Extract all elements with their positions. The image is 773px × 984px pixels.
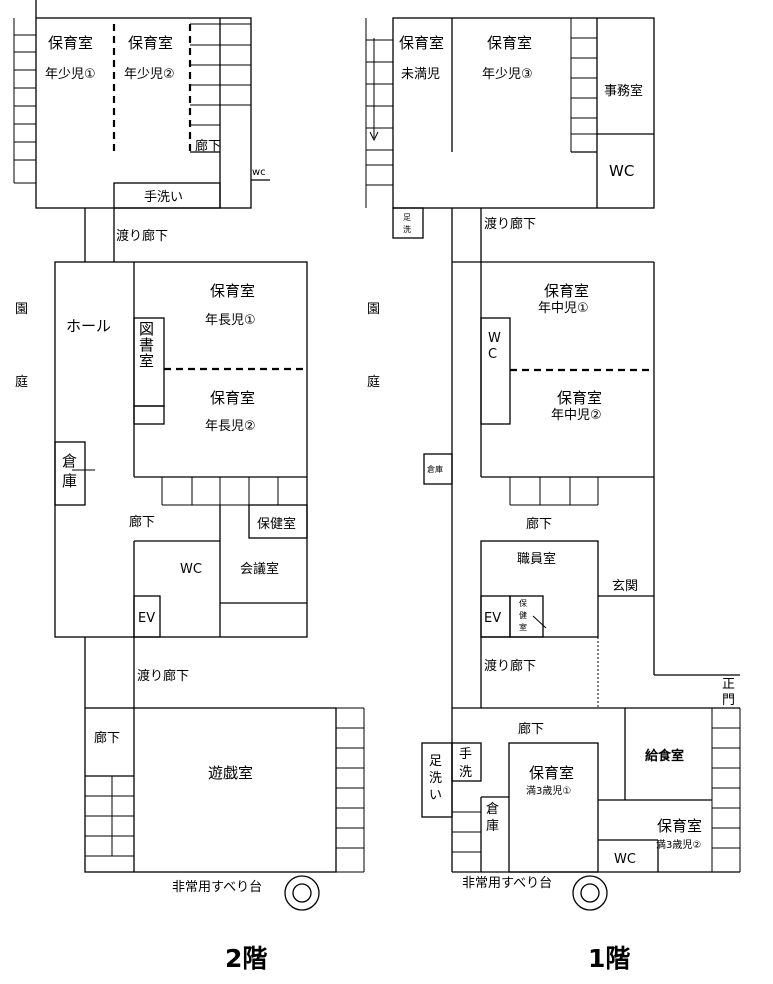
f1-genkan: 玄関 — [612, 579, 638, 594]
f1-nenshou3: 年少児③ — [482, 67, 533, 82]
f1-tei: 庭 — [367, 374, 380, 390]
f2-hoiku-4: 保育室 — [210, 389, 255, 407]
f2-en: 園 — [15, 302, 28, 317]
f2-suberi: 非常用すべり台 — [172, 880, 262, 895]
f1-ashi-2: 洗 — [403, 224, 411, 234]
f1-mansai2: 満3歳児② — [656, 839, 701, 851]
f1-sei: 正 — [722, 677, 735, 692]
f1-en: 園 — [367, 302, 380, 317]
f1-mon: 門 — [722, 693, 735, 708]
f1-souko: 倉庫 — [427, 464, 443, 474]
f1-wc-bottom: WC — [614, 852, 636, 867]
f2-hoken: 保健室 — [257, 516, 296, 532]
f1-suberi: 非常用すべり台 — [462, 876, 552, 891]
f1-wc-top: WC — [609, 162, 634, 180]
floor2-title: 2階 — [225, 944, 267, 973]
f1-rouka-mid: 廊下 — [526, 516, 552, 532]
f1-mansai1: 満3歳児① — [526, 785, 571, 797]
f2-kaigi: 会議室 — [240, 561, 279, 577]
f2-tosho-1: 図 — [139, 320, 154, 338]
f2-rouka-mid: 廊下 — [129, 514, 155, 530]
f2-tosho-2: 書 — [139, 336, 154, 354]
f2-hoiku-2: 保育室 — [128, 34, 173, 52]
f2-hoiku-3: 保育室 — [210, 282, 255, 300]
f1-nenchu2: 年中児② — [551, 408, 602, 423]
f1-hoken-1: 保 — [519, 598, 527, 608]
f1-watari-2: 渡り廊下 — [484, 658, 536, 674]
f2-nenshou1: 年少児① — [45, 67, 96, 82]
f1-hoiku-1: 保育室 — [399, 34, 444, 52]
f2-rouka-bottom: 廊下 — [94, 730, 120, 746]
f2-nenshou2: 年少児② — [124, 67, 175, 82]
f1-jimu: 事務室 — [604, 83, 643, 99]
f1-hoiku-2: 保育室 — [487, 34, 532, 52]
f1-shokuin: 職員室 — [517, 551, 556, 567]
f1-hoken-3: 室 — [519, 622, 527, 632]
f2-tei: 庭 — [15, 374, 28, 390]
floor1-slide-icon — [572, 875, 608, 911]
floor1-title: 1階 — [588, 944, 630, 973]
f2-ko: 庫 — [62, 472, 77, 490]
f2-hall: ホール — [66, 317, 111, 335]
f2-wc-small: wc — [252, 167, 266, 178]
f1-hoiku-4: 保育室 — [557, 389, 602, 407]
f1-sou: 倉 — [486, 802, 499, 817]
f1-ashiarai-3: い — [429, 788, 442, 803]
floor2-plan — [13, 0, 365, 911]
f1-watari-1: 渡り廊下 — [484, 216, 536, 232]
f1-ashiarai-1: 足 — [429, 754, 442, 769]
f1-sen: 洗 — [459, 765, 472, 780]
f2-sou: 倉 — [62, 452, 77, 470]
f1-hoiku-6: 保育室 — [657, 817, 702, 835]
f2-nenchou1: 年長児① — [205, 313, 256, 328]
f2-watari-1: 渡り廊下 — [116, 228, 168, 244]
f1-rouka-bottom: 廊下 — [518, 721, 544, 737]
f1-hoiku-5: 保育室 — [529, 764, 574, 782]
f1-nenchu1: 年中児① — [538, 301, 589, 316]
f1-ashi-1: 足 — [403, 213, 411, 222]
f1-kyushoku: 給食室 — [645, 748, 684, 764]
f1-miman: 未満児 — [401, 67, 440, 82]
f1-hoiku-3: 保育室 — [544, 282, 589, 300]
f1-te: 手 — [459, 747, 472, 762]
f2-nenchou2: 年長児② — [205, 419, 256, 434]
f1-ashiarai-2: 洗 — [429, 771, 442, 786]
f1-hoken-2: 健 — [519, 610, 527, 620]
f2-hoiku-1: 保育室 — [48, 34, 93, 52]
f2-tearai: 手洗い — [144, 190, 183, 205]
f1-wc-v2: C — [488, 347, 497, 362]
f2-ev: EV — [138, 611, 155, 626]
f2-tosho-3: 室 — [139, 352, 154, 370]
f2-rouka-top: 廊下 — [195, 138, 221, 154]
f2-yugi: 遊戯室 — [208, 764, 253, 782]
f1-wc-v1: W — [488, 331, 501, 346]
floor2-slide-icon — [284, 875, 320, 911]
f1-ko: 庫 — [486, 819, 499, 834]
f1-ev: EV — [484, 611, 501, 626]
f2-wc: WC — [180, 562, 202, 577]
f2-watari-2: 渡り廊下 — [137, 668, 189, 684]
floor1-plan — [365, 17, 741, 911]
